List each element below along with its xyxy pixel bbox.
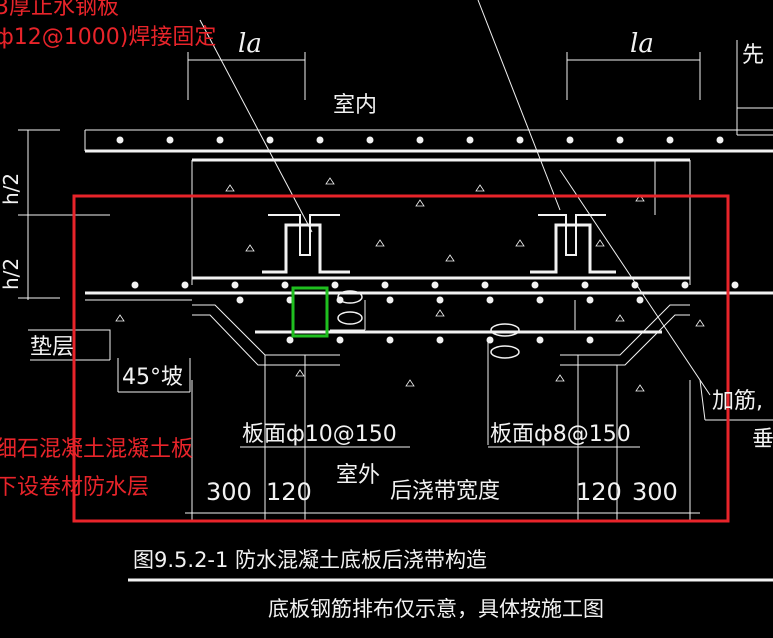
highlight-frame [72, 194, 730, 523]
dim-120-left: 120 [266, 478, 312, 506]
waterstop-left [262, 223, 350, 274]
rebar-dots [116, 136, 739, 344]
dim-h2-upper: h/2 [0, 173, 23, 205]
red-note-line4: 下设卷材防水层 [0, 475, 149, 500]
red-note-line1: 3厚止水钢板 [0, 0, 119, 20]
figure-subtitle: 底板钢筋排布仅示意，具体按施工图 [268, 597, 604, 621]
linework [18, 0, 773, 582]
figure-title: 图9.5.2-1 防水混凝土底板后浇带构造 [133, 548, 487, 572]
outdoor-label: 室外 [336, 463, 380, 488]
leader-line-2 [477, 0, 561, 211]
red-note-line3: 细石混凝土混凝土板 [0, 437, 193, 462]
right-note-2: 垂 [752, 427, 773, 452]
dim-300-left: 300 [206, 478, 252, 506]
slope-label: 45°坡 [122, 365, 183, 390]
rebar-left-label: 板面ф10@150 [242, 422, 397, 447]
red-note-line2: ф12@1000)焊接固定 [0, 25, 216, 50]
la-left-label: la [238, 29, 262, 59]
selection-box[interactable] [291, 286, 329, 338]
tie-hooks [337, 290, 520, 359]
dim-300-right: 300 [632, 478, 678, 506]
rebar-right-label: 板面ф8@150 [490, 422, 631, 447]
concrete-hatch [115, 177, 705, 392]
indoor-label: 室内 [333, 93, 377, 118]
waterstop-plates [262, 214, 616, 274]
bedding-label: 垫层 [30, 335, 74, 360]
dim-h2-lower: h/2 [0, 258, 23, 290]
top-right-cut-text: 先 [742, 43, 764, 68]
right-note-1: 加筋, [712, 389, 763, 414]
band-width-label: 后浇带宽度 [390, 479, 500, 504]
waterstop-right [530, 223, 616, 274]
la-right-label: la [630, 29, 654, 59]
dim-120-right: 120 [576, 478, 622, 506]
